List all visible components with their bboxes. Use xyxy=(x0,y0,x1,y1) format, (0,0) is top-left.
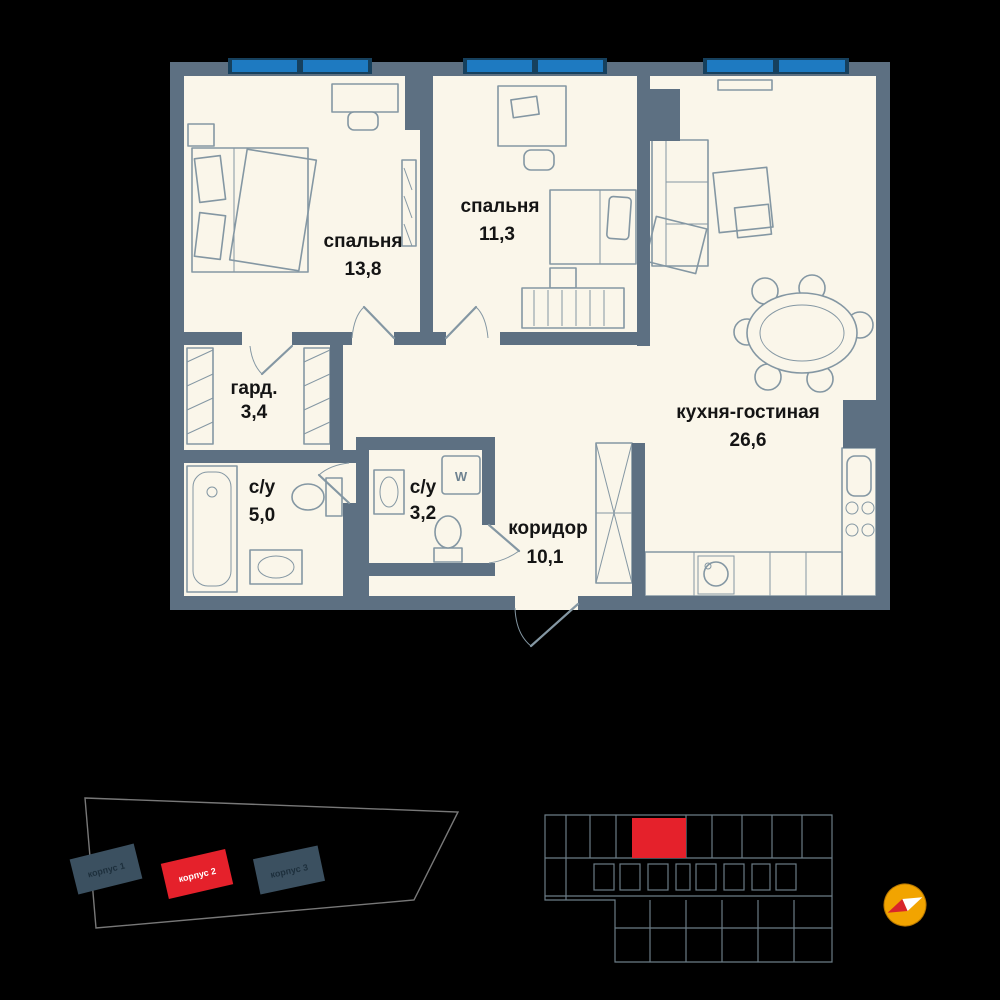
plate-outline xyxy=(544,814,833,963)
dining-set xyxy=(733,274,874,393)
site-plan: корпус 1 корпус 2 корпус 3 xyxy=(69,797,460,929)
building-marker-1[interactable]: корпус 1 xyxy=(69,843,143,895)
coffee-table xyxy=(712,166,774,239)
room-name-corridor: коридор xyxy=(508,518,587,539)
compass-needle-red xyxy=(887,899,908,913)
armchair xyxy=(644,215,708,275)
room-area-corridor: 10,1 xyxy=(527,547,564,568)
building-marker-3[interactable]: корпус 3 xyxy=(252,845,326,895)
furniture-layer: W xyxy=(186,79,877,597)
washing-machine: W xyxy=(441,455,481,495)
building-marker-2-selected[interactable]: корпус 2 xyxy=(160,849,234,899)
rug xyxy=(521,287,625,329)
round-sink xyxy=(703,561,729,587)
sofa xyxy=(651,139,709,267)
room-area-bathroom-2: 3,2 xyxy=(410,503,436,524)
room-name-bathroom-1: с/у xyxy=(249,477,276,498)
tv-console xyxy=(717,79,773,91)
room-labels: спальня 13,8 спальня 11,3 кухня-гостиная… xyxy=(231,196,820,568)
nightstand-2 xyxy=(549,267,577,289)
closet-left xyxy=(186,347,214,445)
doors xyxy=(249,305,580,648)
door-bedroom-1 xyxy=(362,305,396,340)
compass-needle-white xyxy=(902,897,923,911)
room-name-bedroom-1: спальня xyxy=(324,231,403,252)
closet-right xyxy=(303,347,331,445)
windows xyxy=(228,58,849,74)
entry-door xyxy=(529,602,580,648)
bathtub xyxy=(186,465,238,593)
room-area-wardrobe: 3,4 xyxy=(241,402,268,423)
desk-bedroom-2 xyxy=(497,85,567,171)
window-1 xyxy=(228,58,372,74)
desk-bedroom-1 xyxy=(331,83,399,131)
hall-cabinet xyxy=(595,442,633,584)
door-bathroom-1 xyxy=(317,473,351,505)
double-bed xyxy=(191,147,318,273)
kitchen-counter-right xyxy=(841,447,877,597)
room-area-bathroom-1: 5,0 xyxy=(249,505,275,526)
window-2 xyxy=(463,58,607,74)
toilet-1 xyxy=(291,477,343,517)
wardrobe-mirror xyxy=(401,159,417,247)
window-3 xyxy=(703,58,849,74)
selected-unit[interactable] xyxy=(632,818,686,858)
kitchen-counter-bottom xyxy=(644,551,843,597)
door-wardrobe xyxy=(260,344,294,376)
floor-plate xyxy=(544,814,833,963)
nightstand xyxy=(187,123,215,147)
washbasin-2 xyxy=(373,469,405,515)
room-name-bathroom-2: с/у xyxy=(410,477,437,498)
room-area-kitchen-living: 26,6 xyxy=(730,430,767,451)
single-bed xyxy=(549,189,637,265)
door-bathroom-2 xyxy=(487,523,521,553)
washer-label: W xyxy=(455,469,468,484)
room-name-bedroom-2: спальня xyxy=(461,196,540,217)
washbasin-1 xyxy=(249,549,303,585)
room-name-wardrobe: гард. xyxy=(231,378,278,399)
door-bedroom-2 xyxy=(444,305,478,340)
toilet-2 xyxy=(433,515,463,563)
room-area-bedroom-1: 13,8 xyxy=(345,259,382,280)
room-name-kitchen-living: кухня-гостиная xyxy=(676,402,819,423)
room-area-bedroom-2: 11,3 xyxy=(479,224,515,245)
kitchen-sink xyxy=(846,455,872,497)
compass-icon xyxy=(883,883,927,927)
floor-plan: W xyxy=(170,58,890,648)
